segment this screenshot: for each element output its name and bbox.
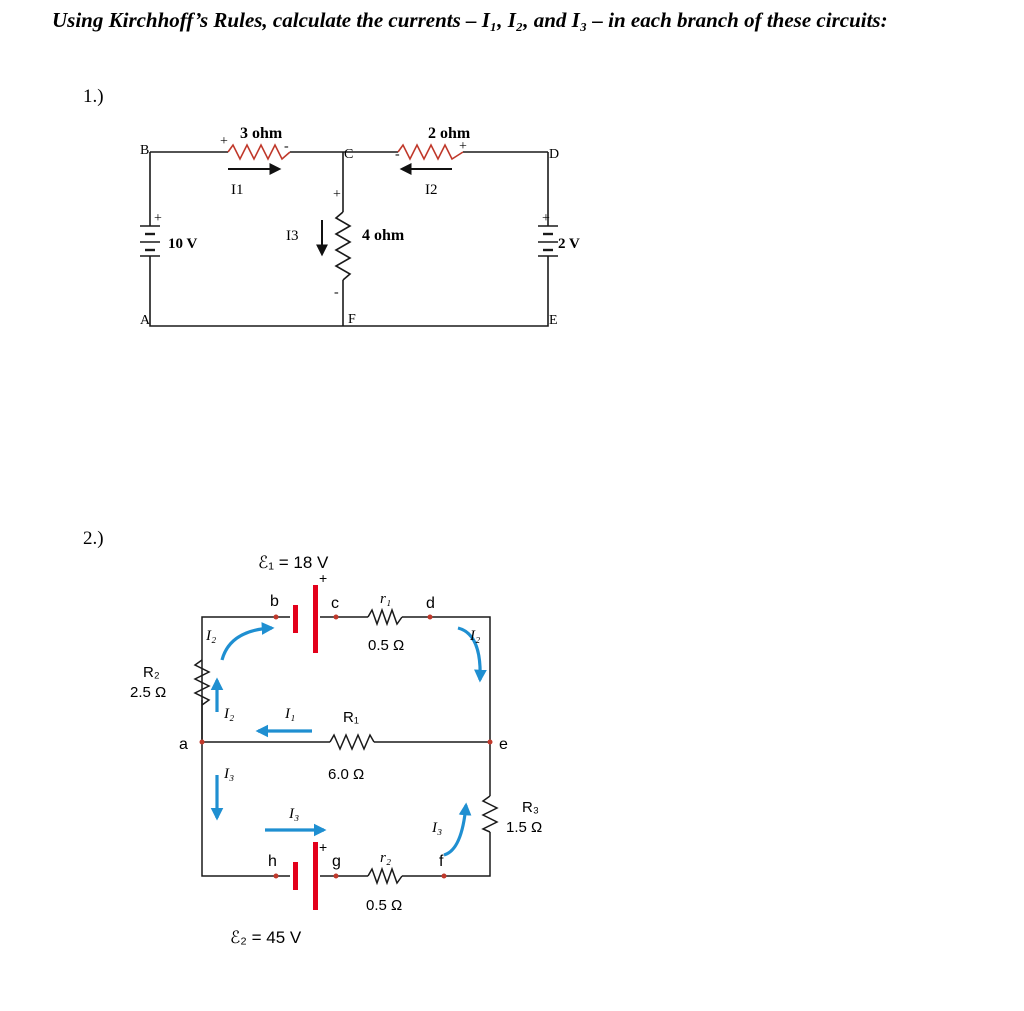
polarity-plus: + — [154, 211, 162, 226]
R2-label: R₂ — [143, 664, 160, 681]
r1-internal-value: 0.5 Ω — [368, 637, 404, 654]
resistor-4-ohm-label: 4 ohm — [362, 227, 405, 244]
battery-emf1 — [293, 585, 318, 653]
polarity-plus: + — [333, 187, 341, 202]
problem-2-number: 2.) — [83, 528, 104, 549]
R1-value: 6.0 Ω — [328, 766, 364, 783]
battery-10v — [140, 225, 160, 257]
resistor-3-ohm-label: 3 ohm — [240, 125, 283, 142]
circuit-2-current-arrows — [210, 622, 487, 857]
problem-1-number: 1.) — [83, 86, 104, 107]
current-i2-label: I₂ — [469, 628, 480, 644]
node-b-label: b — [270, 593, 279, 610]
R2-value: 2.5 Ω — [130, 684, 166, 701]
R3-label: R₃ — [522, 799, 539, 816]
emf2-plus: + — [319, 839, 327, 855]
current-arrow-i2 — [457, 626, 487, 683]
current-i3-label: I₃ — [431, 820, 442, 836]
node-b-label: B — [140, 143, 149, 158]
node-f-label: F — [348, 312, 356, 327]
resistor-3-ohm — [227, 143, 291, 161]
polarity-minus: - — [284, 139, 289, 154]
node-a-label: A — [140, 313, 151, 328]
resistor-4-ohm — [334, 211, 352, 281]
resistor-2-ohm-label: 2 ohm — [428, 125, 471, 142]
current-i1-label: I₁ — [284, 706, 295, 722]
node-e-label: E — [549, 313, 558, 328]
circuit-2-nodes — [199, 614, 493, 879]
resistor-r2 — [193, 659, 211, 706]
current-arrow-i3 — [443, 802, 472, 857]
current-i2-label: I₂ — [223, 706, 234, 722]
R1-label: R₁ — [343, 709, 359, 726]
internal-resistance-r1 — [367, 607, 403, 627]
problem-title: Using Kirchhoff’s Rules, calculate the c… — [52, 8, 888, 32]
current-i3-label: I₃ — [223, 766, 234, 782]
polarity-plus: + — [542, 211, 550, 226]
circuit-2-wires — [201, 616, 491, 877]
node-f-label: f — [439, 853, 444, 870]
battery-emf2 — [293, 842, 318, 910]
battery-2v — [538, 225, 558, 257]
polarity-plus: + — [459, 139, 467, 154]
resistor-r3 — [481, 795, 499, 833]
battery-10v-label: 10 V — [168, 236, 197, 252]
r1-internal-label: r₁ — [380, 591, 391, 607]
circuit-1: B A C F D E 3 ohm 2 ohm 4 ohm 10 V 2 V I… — [140, 125, 580, 328]
node-a-label: a — [179, 736, 188, 753]
current-i2-label: I₂ — [205, 628, 216, 644]
node-c-label: C — [344, 147, 353, 162]
node-d-label: D — [549, 147, 559, 162]
node-e-label: e — [499, 736, 508, 753]
node-h-label: h — [268, 853, 277, 870]
resistor-r1 — [329, 733, 375, 751]
r2-internal-value: 0.5 Ω — [366, 897, 402, 914]
polarity-plus: + — [220, 134, 228, 149]
polarity-minus: - — [395, 147, 400, 162]
node-d-label: d — [426, 595, 435, 612]
emf1-plus: + — [319, 570, 327, 586]
R3-value: 1.5 Ω — [506, 819, 542, 836]
battery-2v-label: 2 V — [558, 236, 580, 252]
internal-resistance-r2 — [367, 866, 403, 886]
current-i3-label: I3 — [286, 228, 299, 244]
current-i2-label: I2 — [425, 182, 438, 198]
current-arrow-i2 — [220, 622, 275, 661]
emf1-label: ℰ₁ = 18 V — [258, 553, 329, 572]
polarity-minus: - — [334, 285, 339, 300]
resistor-2-ohm — [397, 143, 464, 161]
circuit-1-wires — [149, 151, 549, 327]
emf2-label: ℰ₂ = 45 V — [230, 928, 302, 947]
circuit-2: ℰ₁ = 18 V ℰ₂ = 45 V + + b c d a e f g h … — [130, 553, 542, 947]
r2-internal-label: r₂ — [380, 850, 391, 866]
current-i1-label: I1 — [231, 182, 244, 198]
node-c-label: c — [331, 595, 339, 612]
node-g-label: g — [332, 853, 341, 870]
current-i3-label: I₃ — [288, 806, 299, 822]
